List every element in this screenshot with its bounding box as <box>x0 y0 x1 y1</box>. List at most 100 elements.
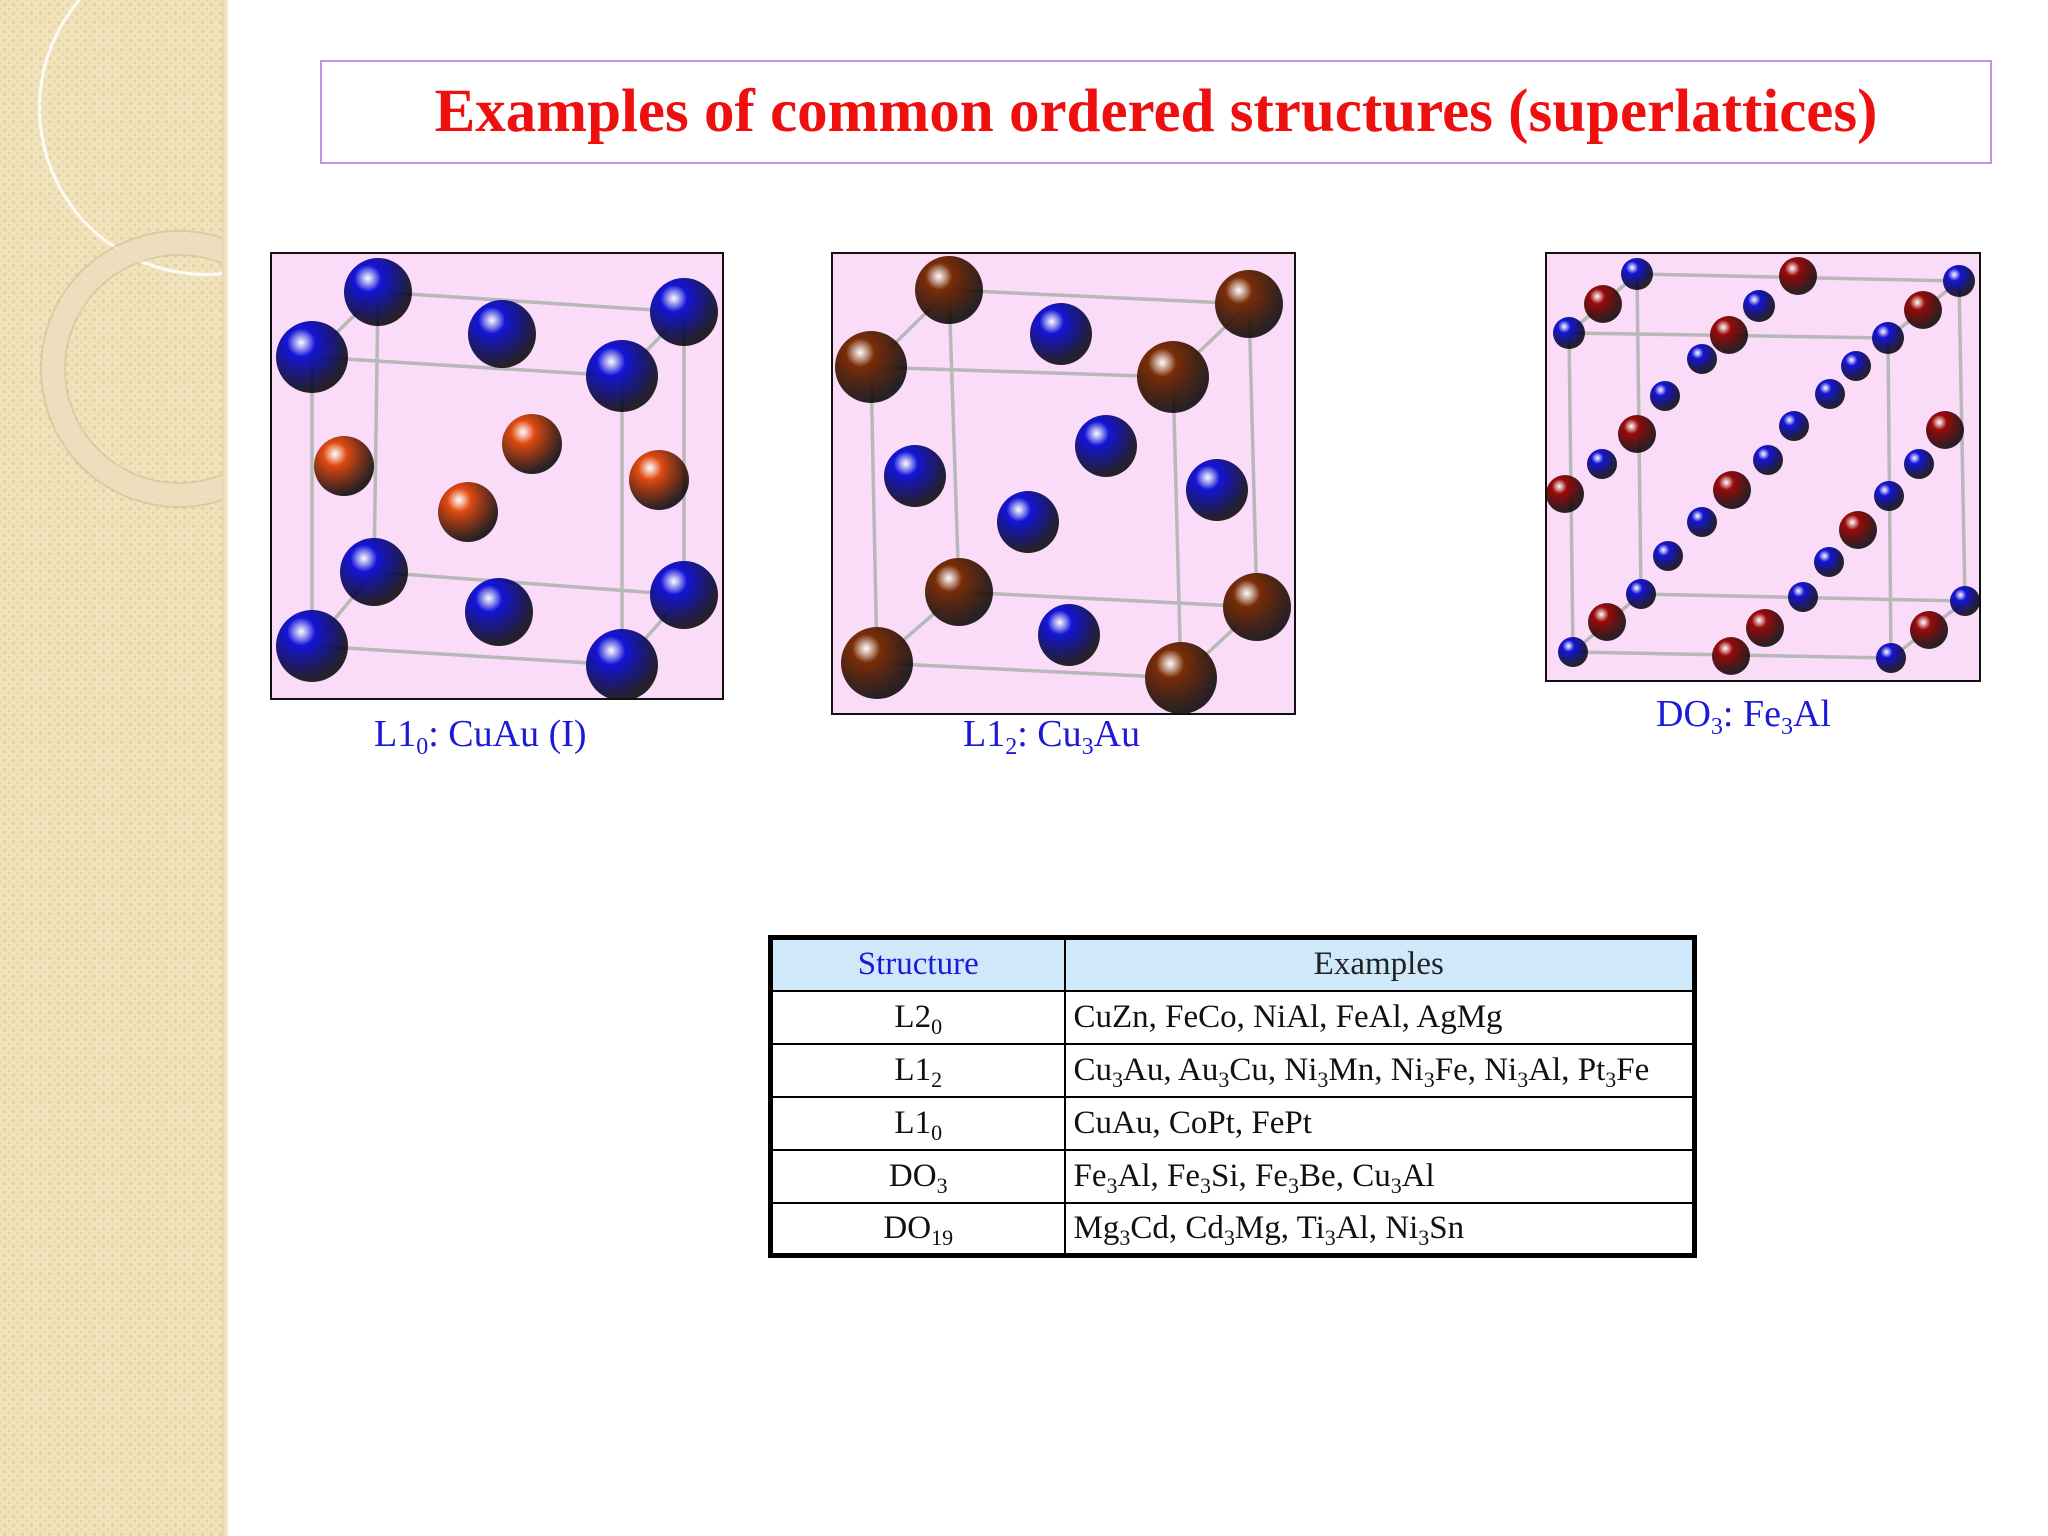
atom-blue <box>276 321 348 393</box>
atom-blue <box>1876 643 1906 673</box>
examples-text: Au, Au <box>1123 1051 1219 1088</box>
crystal-svg <box>1547 257 1979 675</box>
lattice-edge <box>372 291 380 573</box>
examples-subscript: 3 <box>1418 1224 1430 1250</box>
atom-blue <box>1626 579 1656 609</box>
atom-orange <box>438 482 498 542</box>
crystal-svg <box>835 256 1291 713</box>
caption-text: L1 <box>374 713 417 755</box>
lattice-edge <box>1247 303 1259 608</box>
examples-text: Fe, Ni <box>1434 1051 1518 1088</box>
atom-blue <box>650 561 718 629</box>
caption-subscript: 3 <box>1780 714 1793 740</box>
examples-text: Al, Fe <box>1117 1157 1201 1194</box>
atom-darkred <box>1904 291 1942 329</box>
atom-brown <box>925 558 993 626</box>
caption-text: : Fe <box>1722 693 1781 735</box>
examples-cell: Mg3Cd, Cd3Mg, Ti3Al, Ni3Sn <box>1063 1201 1696 1257</box>
examples-subscript: 3 <box>1112 1066 1124 1092</box>
atom-blue <box>1743 290 1775 322</box>
structure-subscript: 3 <box>936 1172 948 1198</box>
atom-blue <box>1687 344 1717 374</box>
atom-blue <box>1872 322 1904 354</box>
examples-subscript: 3 <box>1317 1066 1329 1092</box>
atom-darkred <box>1746 609 1784 647</box>
examples-subscript: 3 <box>1200 1172 1211 1198</box>
examples-text: CuZn, FeCo, NiAl, FeAl, AgMg <box>1073 998 1503 1035</box>
examples-subscript: 3 <box>1119 1224 1131 1250</box>
atom-blue <box>1815 379 1845 409</box>
structure-subscript: 2 <box>931 1066 943 1092</box>
structure-caption-do3: DO3: Fe3Al <box>1656 692 1831 739</box>
crystal-diagram-l10-cuau <box>270 252 724 700</box>
lattice-edge <box>1171 376 1183 679</box>
atom-blue <box>1075 415 1137 477</box>
column-header-structure: Structure <box>769 936 1066 992</box>
atom-darkred <box>1584 285 1622 323</box>
examples-cell: CuAu, CoPt, FePt <box>1063 1095 1696 1151</box>
examples-text: Be, Cu <box>1299 1157 1391 1194</box>
atom-blue <box>344 258 412 326</box>
atom-blue <box>1950 586 1979 616</box>
structure-text: DO <box>883 1209 932 1246</box>
decorative-sidebar <box>0 0 228 1536</box>
atom-blue <box>1788 582 1818 612</box>
atom-blue <box>1779 411 1809 441</box>
atom-blue <box>1038 604 1100 666</box>
examples-text: Al <box>1401 1157 1435 1194</box>
atom-blue <box>1814 547 1844 577</box>
examples-text: Mn, Ni <box>1328 1051 1424 1088</box>
structure-cell: DO19 <box>769 1201 1066 1257</box>
structure-subscript: 19 <box>931 1224 954 1250</box>
atom-blue <box>1553 317 1585 349</box>
lattice-edge <box>373 570 685 597</box>
atom-brown <box>1215 270 1283 338</box>
table-header-row: Structure Examples <box>769 936 1696 992</box>
decorative-ring <box>42 232 228 506</box>
atom-darkred <box>1779 257 1817 295</box>
caption-subscript: 0 <box>416 734 429 760</box>
caption-text: Au <box>1093 713 1141 755</box>
caption-text: : CuAu (I) <box>428 713 587 755</box>
structure-subscript: 0 <box>931 1119 943 1145</box>
atom-blue <box>1653 541 1683 571</box>
atom-brown <box>915 256 983 324</box>
examples-text: Al, Pt <box>1528 1051 1606 1088</box>
crystal-diagram-do3-fe3al <box>1545 252 1981 682</box>
examples-subscript: 3 <box>1324 1224 1336 1250</box>
structure-caption-l10: L10: CuAu (I) <box>374 712 587 759</box>
caption-text: : Cu <box>1017 713 1082 755</box>
atom-brown <box>1145 642 1217 713</box>
lattice-edge <box>948 288 1250 306</box>
atom-darkred <box>1710 316 1748 354</box>
atom-blue <box>276 610 348 682</box>
lattice-edge <box>958 590 1258 609</box>
crystal-diagram-l12-cu3au <box>831 252 1296 715</box>
examples-text: CuAu, CoPt, FePt <box>1073 1104 1312 1141</box>
structure-cell: L12 <box>769 1042 1066 1098</box>
examples-text: Sn <box>1429 1209 1465 1246</box>
atom-darkred <box>1547 475 1584 513</box>
examples-table: Structure Examples L2 0 CuZn, FeCo, NiAl, … <box>768 935 1697 1258</box>
examples-cell: Cu3Au, Au3Cu, Ni3Mn, Ni3Fe, Ni3Al, Pt3Fe <box>1063 1042 1696 1098</box>
examples-subscript: 3 <box>1517 1066 1529 1092</box>
atom-orange <box>629 450 689 510</box>
atom-brown <box>1223 573 1291 641</box>
caption-subscript: 3 <box>1710 714 1723 740</box>
lattice-edge <box>311 355 623 378</box>
examples-text: Fe <box>1073 1157 1107 1194</box>
examples-text: Al, Ni <box>1335 1209 1419 1246</box>
atom-blue <box>586 340 658 412</box>
lattice-edge <box>947 289 961 593</box>
structure-caption-l12: L12: Cu3Au <box>963 712 1141 759</box>
title-box: Examples of common ordered structures (s… <box>320 60 1992 164</box>
atom-darkred <box>1926 411 1964 449</box>
structure-text: L2 <box>894 998 932 1035</box>
lattice-edge <box>869 366 879 664</box>
examples-text: Fe <box>1616 1051 1650 1088</box>
caption-text: Al <box>1792 693 1831 735</box>
caption-text: L1 <box>963 713 1006 755</box>
examples-subscript: 3 <box>1605 1066 1617 1092</box>
atom-blue <box>1753 445 1783 475</box>
